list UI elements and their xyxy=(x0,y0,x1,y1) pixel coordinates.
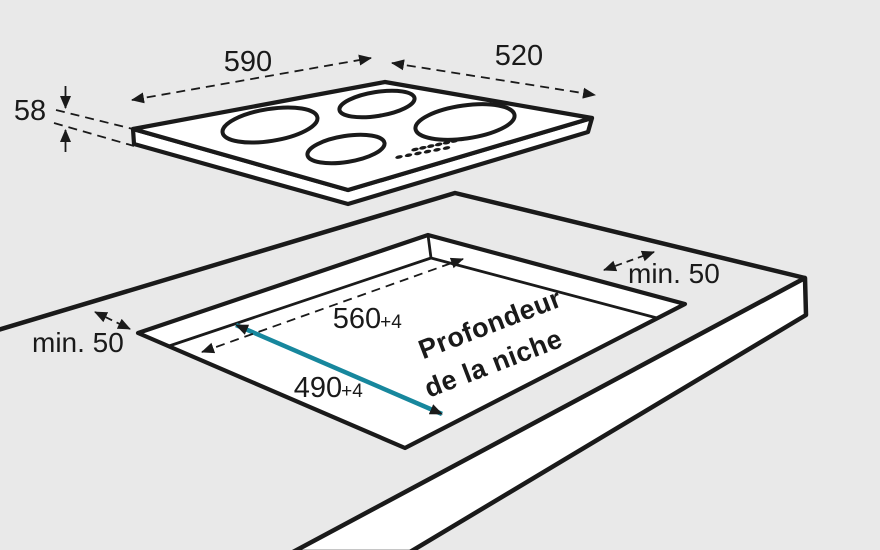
thickness-guide-lines xyxy=(53,109,135,147)
clearance-right-label: min. 50 xyxy=(628,258,720,289)
clearance-left-label: min. 50 xyxy=(32,327,124,358)
niche-width-label: 560 xyxy=(333,303,381,335)
dimension-line-590 xyxy=(131,54,372,104)
cooktop-burners xyxy=(220,88,517,166)
dimension-line-560 xyxy=(201,257,464,354)
niche-depth-label: 490 xyxy=(294,372,342,404)
dimension-cooktop-width: 590 xyxy=(131,46,372,104)
burner-front-right xyxy=(305,132,387,166)
dimension-cooktop-depth: 520 xyxy=(391,40,596,99)
dimension-line-520 xyxy=(391,59,596,99)
niche-width-tolerance: +4 xyxy=(380,312,402,333)
niche-depth-tolerance: +4 xyxy=(341,381,363,402)
cooktop-thickness-label: 58 xyxy=(14,95,46,127)
dimension-niche-width: 560 +4 xyxy=(201,257,464,354)
clearance-left: min. 50 xyxy=(32,311,131,358)
countertop-back-edge xyxy=(0,190,806,332)
clearance-right: min. 50 xyxy=(603,250,720,289)
countertop-front-face xyxy=(291,275,809,550)
burner-front-left xyxy=(220,105,320,145)
clearance-right-arrow xyxy=(603,250,655,272)
dimension-cooktop-thickness: 58 xyxy=(14,86,135,152)
cooktop-depth-label: 520 xyxy=(495,40,543,72)
countertop xyxy=(0,190,809,550)
cooktop-width-label: 590 xyxy=(224,46,272,78)
burner-rear-right xyxy=(413,102,517,142)
clearance-left-arrow xyxy=(94,311,131,330)
control-dots xyxy=(395,137,467,159)
cooktop xyxy=(130,79,595,207)
dimension-niche-depth: 490 +4 xyxy=(294,372,363,404)
